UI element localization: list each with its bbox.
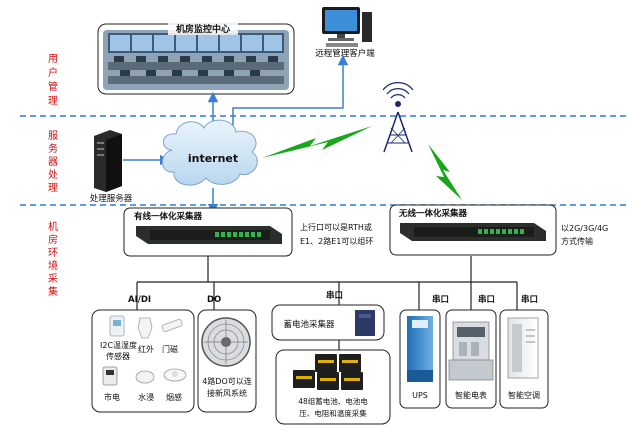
water-sensor-icon bbox=[135, 370, 155, 384]
processing-server-label: 处理服务器 bbox=[90, 193, 133, 204]
svg-text:器: 器 bbox=[48, 156, 58, 168]
svg-text:服: 服 bbox=[48, 130, 58, 142]
battery-group-line-1: 48组蓄电池、电池电 bbox=[298, 396, 368, 406]
section-label-user: 用 户 管 理 bbox=[48, 54, 58, 107]
wired-collector-title: 有线一体化采集器 bbox=[134, 211, 203, 222]
processing-server-icon bbox=[94, 130, 122, 192]
svg-text:用: 用 bbox=[48, 54, 58, 65]
svg-text:理: 理 bbox=[48, 95, 58, 107]
section-label-env: 机 房 环 境 采 集 bbox=[48, 220, 58, 298]
wireless-collector-note-1: 以2G/3G/4G bbox=[561, 224, 608, 233]
infrared-sensor-icon bbox=[137, 317, 153, 339]
mains-sensor-icon bbox=[102, 366, 118, 386]
monitor-center: 机房监控中心 bbox=[97, 21, 295, 95]
svg-text:采: 采 bbox=[48, 273, 58, 285]
battery-group-line-2: 压、电阻和温度采集 bbox=[299, 408, 367, 418]
do-device-line-1: 4路DO可以连 bbox=[202, 376, 252, 386]
sensor-mains-label: 市电 bbox=[104, 392, 120, 402]
wired-collector-note-1: 上行口可以是RTH或 bbox=[300, 222, 372, 232]
wireless-collector-title: 无线一体化采集器 bbox=[398, 208, 468, 219]
internet-label: internet bbox=[188, 152, 238, 165]
port-do-label: DO bbox=[207, 295, 221, 305]
battery-collector-label: 蓄电池采集器 bbox=[283, 319, 335, 330]
connection-bus bbox=[136, 256, 518, 350]
link-cloud-remote bbox=[232, 54, 349, 128]
sensor-water-label: 水浸 bbox=[138, 392, 154, 402]
door-sensor-icon bbox=[161, 318, 183, 333]
port-serial-label-2: 串口 bbox=[432, 294, 449, 305]
battery-collector-icon bbox=[355, 310, 375, 336]
svg-text:集: 集 bbox=[48, 285, 58, 298]
wireless-link-tower-collector bbox=[428, 144, 462, 200]
svg-text:务: 务 bbox=[48, 142, 58, 155]
internet-cloud bbox=[162, 119, 258, 186]
ups-label: UPS bbox=[412, 391, 428, 400]
svg-text:境: 境 bbox=[48, 259, 58, 272]
battery-group: 48组蓄电池、电池电 压、电阻和温度采集 bbox=[275, 349, 391, 425]
sensor-infrared-label: 红外 bbox=[138, 344, 154, 354]
remote-client-label: 远程管理客户端 bbox=[315, 48, 375, 59]
monitor-center-label: 机房监控中心 bbox=[176, 23, 230, 35]
sensor-i2c-label-2: 传感器 bbox=[106, 351, 130, 361]
smart-meter-label: 智能电表 bbox=[455, 390, 487, 400]
port-ai-di-label: AI/DI bbox=[128, 295, 151, 305]
wireless-link-cloud-tower bbox=[262, 126, 372, 158]
sensor-i2c-label-1: I2C温湿度 bbox=[100, 340, 137, 350]
section-label-server: 服 务 器 处 理 bbox=[48, 130, 58, 194]
svg-text:处: 处 bbox=[48, 169, 58, 181]
svg-text:环: 环 bbox=[48, 248, 58, 259]
smart-meter-icon bbox=[448, 321, 494, 381]
port-serial-label-1: 串口 bbox=[326, 290, 343, 301]
svg-text:管: 管 bbox=[48, 80, 58, 93]
do-device-line-2: 接新风系统 bbox=[207, 388, 247, 398]
remote-client-pc-icon bbox=[322, 7, 372, 47]
aircon-icon bbox=[507, 317, 539, 379]
svg-text:机: 机 bbox=[48, 220, 58, 233]
wireless-tower-icon bbox=[382, 82, 414, 153]
smart-meter-device: 智能电表 bbox=[445, 309, 497, 409]
battery-collector: 蓄电池采集器 bbox=[271, 304, 385, 341]
smart-aircon-device: 智能空调 bbox=[499, 309, 549, 409]
wireless-collector bbox=[389, 204, 557, 256]
sensor-smoke-label: 烟感 bbox=[166, 392, 182, 402]
svg-text:理: 理 bbox=[48, 182, 58, 194]
ups-device: UPS bbox=[399, 309, 441, 409]
port-serial-label-4: 串口 bbox=[521, 294, 538, 305]
svg-text:房: 房 bbox=[48, 233, 58, 246]
sensor-group: I2C温湿度 传感器 红外 门磁 市电 水浸 烟感 bbox=[91, 309, 195, 413]
wireless-collector-note-2: 方式传输 bbox=[561, 236, 593, 246]
svg-text:户: 户 bbox=[48, 66, 58, 79]
sensor-door-label: 门磁 bbox=[162, 344, 178, 354]
do-fan-device: 4路DO可以连 接新风系统 bbox=[197, 309, 257, 413]
wired-collector bbox=[123, 207, 293, 257]
smart-aircon-label: 智能空调 bbox=[508, 390, 540, 400]
port-serial-label-3: 串口 bbox=[478, 294, 495, 305]
wired-collector-note-2: E1、2路E1可以组环 bbox=[300, 236, 373, 246]
